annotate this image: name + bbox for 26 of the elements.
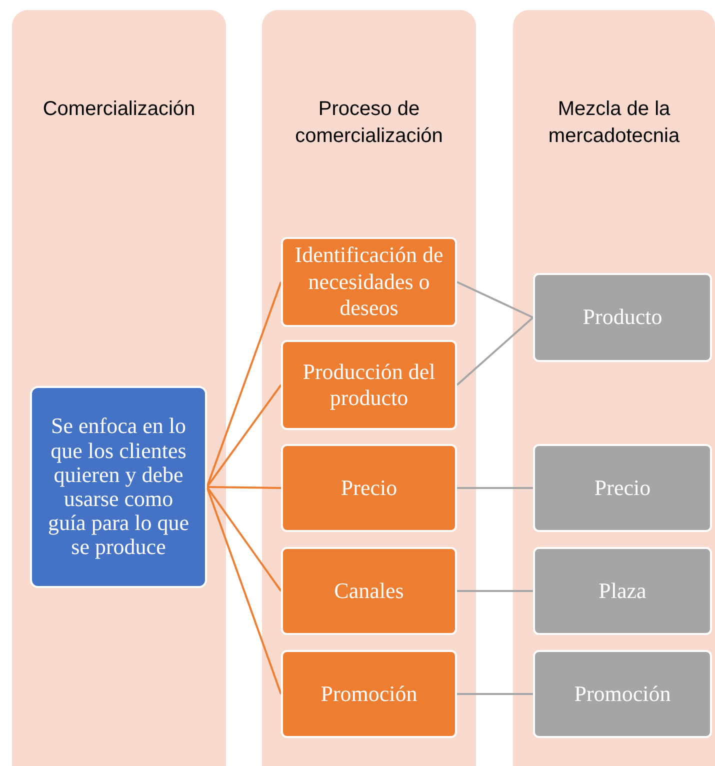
column-band — [12, 10, 226, 766]
connector-line — [206, 384, 282, 488]
connector-line — [456, 281, 534, 318]
mix-box: Precio — [533, 444, 712, 532]
connector-line — [206, 486, 282, 489]
mix-box: Promoción — [533, 650, 712, 738]
process-box: Precio — [281, 444, 457, 532]
process-box: Canales — [281, 547, 457, 635]
connector-line — [457, 693, 533, 695]
connector-line — [206, 486, 282, 694]
process-box: Producción del producto — [281, 340, 457, 430]
column-heading: Mezcla de la mercadotecnia — [547, 97, 681, 149]
mix-box: Plaza — [533, 547, 712, 635]
column-band — [513, 10, 715, 766]
connector-line — [456, 316, 534, 386]
column-band — [262, 10, 476, 766]
connector-line — [457, 487, 533, 489]
process-box: Promoción — [281, 650, 457, 738]
process-box: Identificación de necesidades o deseos — [281, 237, 457, 327]
connector-line — [206, 486, 282, 592]
connector-line — [457, 590, 533, 592]
column-heading: Comercialización — [42, 97, 196, 122]
column-heading: Proceso de comercialización — [294, 97, 444, 149]
description-box: Se enfoca en lo que los clientes quieren y debe usarse como guía para lo que se produce — [30, 386, 207, 588]
connector-line — [206, 282, 282, 488]
mix-box: Producto — [533, 273, 712, 362]
